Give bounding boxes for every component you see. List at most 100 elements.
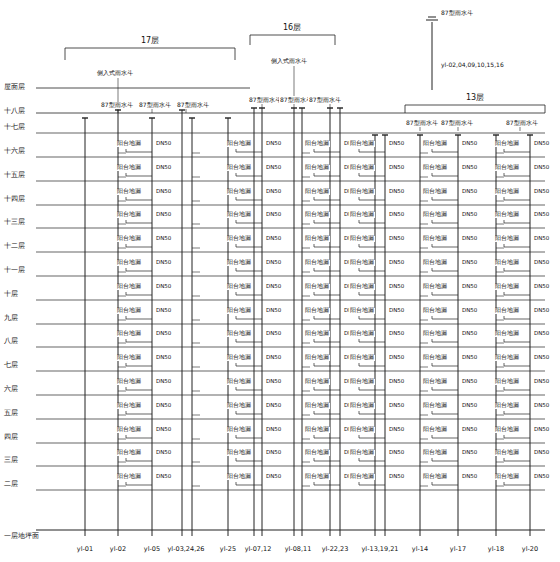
drain-label: 阳台地漏: [226, 474, 252, 480]
pipe-size: DN50: [265, 189, 282, 195]
floor-line: [36, 205, 545, 206]
drain-branch: [496, 391, 504, 392]
drain-label: 阳台地漏: [422, 189, 448, 195]
drain-branch: [302, 486, 310, 487]
drain-label: 87型雨水斗: [505, 120, 539, 126]
pipe-id: yl-22,23: [321, 546, 350, 553]
drain-branch: [118, 224, 126, 225]
drain-branch: [359, 363, 385, 366]
drain-label: 阳台地漏: [226, 260, 252, 266]
floor-line: [36, 466, 545, 467]
drain-branch: [432, 173, 458, 176]
floor-label: 十八层: [3, 108, 26, 115]
drain-branch: [236, 220, 262, 223]
drain-branch: [118, 391, 126, 392]
pipe-size: DN50: [155, 189, 172, 195]
floor-label: 九层: [3, 315, 19, 322]
pipe-size: DN50: [265, 165, 282, 171]
drain-label: 阳台地漏: [422, 260, 448, 266]
floor-label: 二层: [3, 481, 19, 488]
pipe-id: yl-13,19,21: [361, 546, 400, 553]
drain-label: 阳台地漏: [226, 403, 252, 409]
pipe-size: DN50: [265, 260, 282, 266]
leader-line: [420, 127, 421, 131]
drain-branch: [496, 486, 504, 487]
drain-branch: [118, 439, 126, 440]
pipe-size: DN50: [461, 284, 478, 290]
drain-cap: [337, 107, 343, 108]
drain-cap: [225, 117, 231, 118]
drain-branch: [192, 153, 200, 154]
rain-pipe: [118, 110, 119, 536]
drain-branch: [314, 268, 340, 271]
drain-branch: [126, 268, 152, 271]
pipe-size: DN50: [388, 189, 405, 195]
drain-label: 阳台地漏: [422, 331, 448, 337]
drain-branch: [359, 316, 385, 319]
pipe-size: DN50: [388, 260, 405, 266]
drain-branch: [302, 248, 310, 249]
drain-label: 87型雨水斗: [405, 120, 439, 126]
drain-label: 阳台地漏: [349, 165, 375, 171]
rain-pipe: [330, 108, 331, 536]
drain-branch: [314, 244, 340, 247]
drain-branch: [432, 268, 458, 271]
drain-cap: [417, 134, 423, 135]
drain-label: 阳台地漏: [116, 308, 142, 314]
pipe-id: yl-02,04,09,10,15,16: [440, 62, 505, 68]
pipe-size: DN50: [533, 308, 550, 314]
floor-label: 三层: [3, 457, 19, 464]
drain-label: 阳台地漏: [304, 403, 330, 409]
drain-branch: [420, 201, 428, 202]
drain-branch: [302, 391, 310, 392]
drain-branch: [302, 153, 310, 154]
drain-label: 阳台地漏: [116, 284, 142, 290]
drain-branch: [126, 173, 152, 176]
drain-label: 阳台地漏: [304, 308, 330, 314]
drain-branch: [302, 272, 310, 273]
pipe-id: yl-20: [521, 546, 539, 553]
floor-label: 十二层: [3, 243, 26, 250]
drain-branch: [236, 363, 262, 366]
rain-pipe: [458, 135, 459, 536]
drain-branch: [496, 224, 504, 225]
drain-branch: [118, 486, 126, 487]
drain-branch: [432, 482, 458, 485]
drain-label: 阳台地漏: [349, 474, 375, 480]
drain-branch: [496, 320, 504, 321]
pipe-id: yl-25: [219, 546, 237, 553]
drain-label: 87型雨水斗: [176, 102, 210, 108]
drain-branch: [359, 173, 385, 176]
drain-branch: [302, 177, 310, 178]
floor-label: 十四层: [3, 196, 26, 203]
drain-branch: [118, 153, 126, 154]
drain-branch: [118, 367, 126, 368]
pipe-id: yl-08,11: [284, 546, 313, 553]
drain-label: 阳台地漏: [226, 189, 252, 195]
floor-line: [36, 371, 545, 372]
drain-label: 阳台地漏: [422, 284, 448, 290]
floor-line: [36, 276, 545, 277]
drain-branch: [126, 387, 152, 390]
drain-branch: [302, 415, 310, 416]
drain-label: 阳台地漏: [349, 379, 375, 385]
drain-label: 阳台地漏: [349, 450, 375, 456]
pipe-id: yl-18: [487, 546, 505, 553]
drain-label: 87型雨水斗: [138, 102, 172, 108]
drain-label: 阳台地漏: [422, 403, 448, 409]
drain-label: 阳台地漏: [349, 308, 375, 314]
floor-line: [36, 490, 545, 491]
drain-label: 阳台地漏: [494, 189, 520, 195]
drain-branch: [504, 220, 530, 223]
floor-label: 八层: [3, 338, 19, 345]
pipe-size: DN50: [461, 212, 478, 218]
drain-branch: [496, 415, 504, 416]
drain-label: 阳台地漏: [116, 260, 142, 266]
pipe-size: DN50: [533, 474, 550, 480]
drain-branch: [420, 439, 428, 440]
drain-label: 阳台地漏: [116, 450, 142, 456]
drain-label: 阳台地漏: [494, 450, 520, 456]
leader-line: [186, 109, 187, 113]
drain-label: 阳台地漏: [226, 450, 252, 456]
pipe-id: yl-01: [76, 546, 94, 553]
